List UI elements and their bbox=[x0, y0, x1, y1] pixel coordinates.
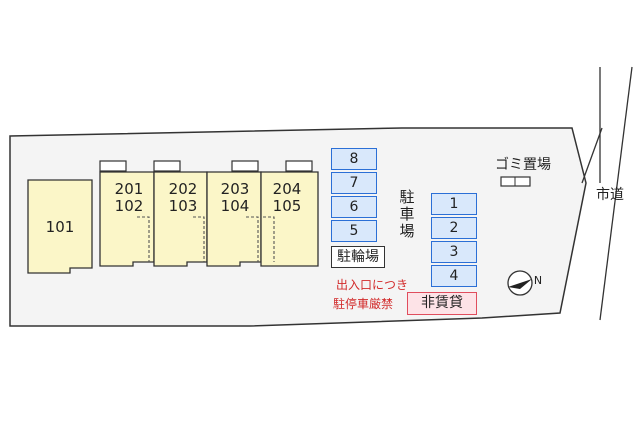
unit-label-105: 105 bbox=[272, 197, 302, 215]
notice-line-2: 駐停車厳禁 bbox=[333, 297, 394, 311]
balcony-202 bbox=[153, 160, 181, 172]
parking-slot-3: 3 bbox=[431, 241, 477, 263]
stair-dash-1 bbox=[137, 216, 150, 262]
balconies bbox=[99, 160, 313, 172]
building-unit-204-105 bbox=[260, 171, 319, 267]
compass-needle bbox=[508, 279, 532, 289]
garbage-area-label: ゴミ置場 bbox=[495, 157, 551, 173]
stair-dash-4 bbox=[263, 216, 275, 262]
unit-label-203: 203 bbox=[220, 180, 250, 198]
row-building bbox=[99, 171, 319, 267]
road-label: 市道 bbox=[596, 187, 624, 203]
stair-dash-2 bbox=[193, 216, 205, 262]
unit-label-101: 101 bbox=[45, 218, 75, 236]
parking-label-char-3: 場 bbox=[399, 222, 415, 240]
stair-dash-3 bbox=[246, 216, 259, 262]
parking-slot-2: 2 bbox=[431, 217, 477, 239]
unit-label-201: 201 bbox=[114, 180, 144, 198]
parking-slot-1: 1 bbox=[431, 193, 477, 215]
parking-label-char-1: 駐 bbox=[399, 188, 415, 206]
road-edge-right bbox=[599, 66, 633, 321]
balcony-203 bbox=[231, 160, 259, 172]
parking-label-char-2: 車 bbox=[399, 205, 415, 223]
road-edge-upper bbox=[581, 127, 603, 184]
unit-label-102: 102 bbox=[114, 197, 144, 215]
parking-slot-4: 4 bbox=[431, 265, 477, 287]
parking-slot-8: 8 bbox=[331, 148, 377, 170]
building-101 bbox=[27, 179, 93, 274]
not-for-rent-label: 非賃貸 bbox=[407, 292, 477, 315]
balcony-201 bbox=[99, 160, 127, 172]
stair-dashes bbox=[137, 216, 275, 262]
unit-label-202: 202 bbox=[168, 180, 198, 198]
unit-label-204: 204 bbox=[272, 180, 302, 198]
balcony-204 bbox=[285, 160, 313, 172]
bicycle-parking-label: 駐輪場 bbox=[331, 246, 385, 268]
unit-label-104: 104 bbox=[220, 197, 250, 215]
parking-slot-5: 5 bbox=[331, 220, 377, 242]
parking-slot-7: 7 bbox=[331, 172, 377, 194]
unit-label-103: 103 bbox=[168, 197, 198, 215]
notice-line-1: 出入口につき bbox=[336, 278, 409, 292]
compass-north-label: N bbox=[533, 274, 543, 287]
north-compass bbox=[507, 270, 533, 296]
parking-slot-6: 6 bbox=[331, 196, 377, 218]
